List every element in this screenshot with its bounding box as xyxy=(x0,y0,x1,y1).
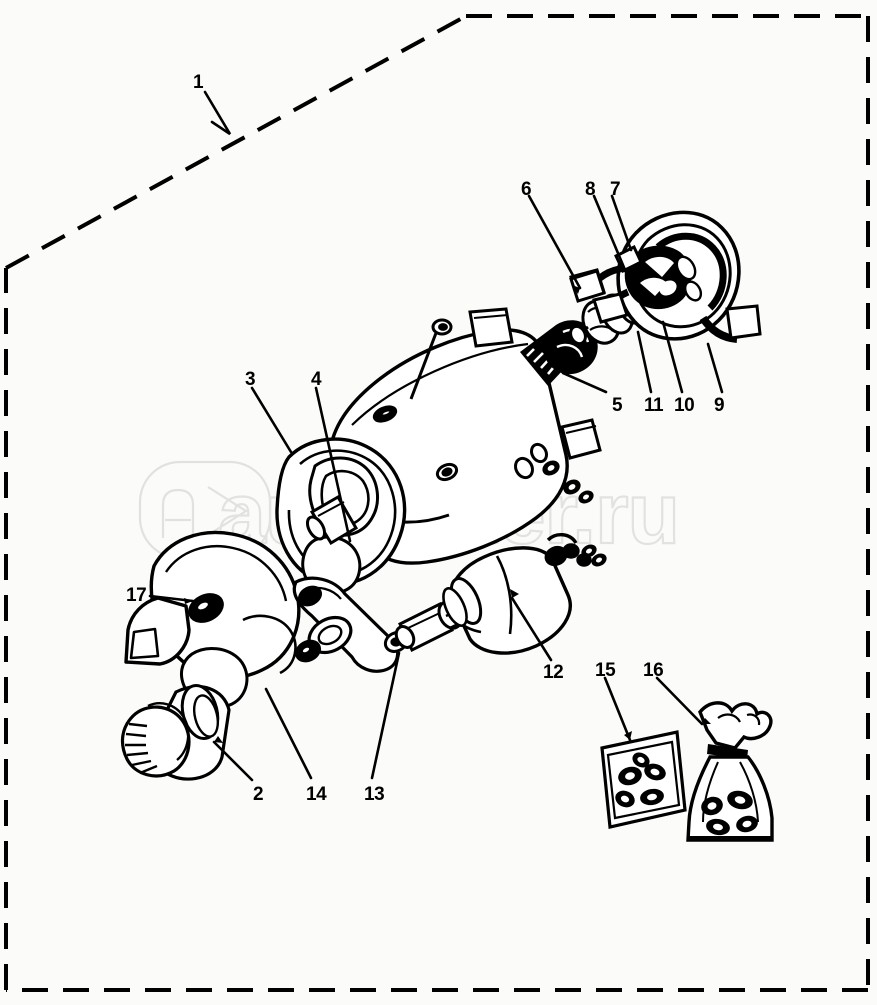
leader-3 xyxy=(250,386,293,454)
leader-1 xyxy=(203,90,232,136)
callout-label-6: 6 xyxy=(521,179,532,200)
armature-shaft xyxy=(305,494,359,546)
leader-16 xyxy=(655,676,704,726)
brush-holder-assembly xyxy=(569,210,762,343)
callout-label-10: 10 xyxy=(674,395,695,416)
callout-label-11: 11 xyxy=(644,395,664,416)
leader-4 xyxy=(314,386,352,543)
leader-7 xyxy=(610,194,633,252)
terminal-block-right xyxy=(560,418,602,460)
leader-6 xyxy=(527,194,582,290)
leader-12 xyxy=(510,596,553,662)
leader-8 xyxy=(592,194,630,279)
drive-housing-nose-cone xyxy=(124,530,301,709)
leader-11 xyxy=(636,330,653,394)
callout-label-14: 14 xyxy=(306,784,327,805)
leader-15 xyxy=(603,676,632,742)
through-bolt-top xyxy=(468,307,514,348)
callout-label-3: 3 xyxy=(245,369,256,390)
callout-label-4: 4 xyxy=(311,369,322,390)
callout-label-9: 9 xyxy=(714,395,725,416)
diagram-border xyxy=(4,14,870,992)
parts-bag-16 xyxy=(686,701,774,842)
callout-label-15: 15 xyxy=(595,660,616,681)
leader-5 xyxy=(561,371,608,394)
leader-2 xyxy=(212,740,254,782)
leader-10 xyxy=(661,320,684,394)
shift-lever-fork xyxy=(292,576,409,673)
solenoid-switch xyxy=(442,533,592,655)
callout-label-1: 1 xyxy=(193,72,204,93)
callout-label-16: 16 xyxy=(643,660,664,681)
callout-label-12: 12 xyxy=(543,662,564,683)
leader-9 xyxy=(706,342,724,394)
pinion-drive-gear xyxy=(120,683,231,781)
hardware-screws-washers xyxy=(514,442,607,567)
callout-label-5: 5 xyxy=(612,395,623,416)
lead-connector-6 xyxy=(569,269,606,303)
callout-label-7: 7 xyxy=(610,179,621,200)
callout-label-8: 8 xyxy=(585,179,596,200)
leader-14 xyxy=(264,687,313,780)
through-bolt-left xyxy=(409,318,453,400)
parts-envelope-15 xyxy=(600,730,687,829)
callout-arrowheads xyxy=(184,285,711,743)
callout-label-13: 13 xyxy=(364,784,385,805)
leader-13 xyxy=(370,651,401,780)
callout-label-17: 17 xyxy=(126,585,147,606)
callout-label-2: 2 xyxy=(253,784,264,805)
